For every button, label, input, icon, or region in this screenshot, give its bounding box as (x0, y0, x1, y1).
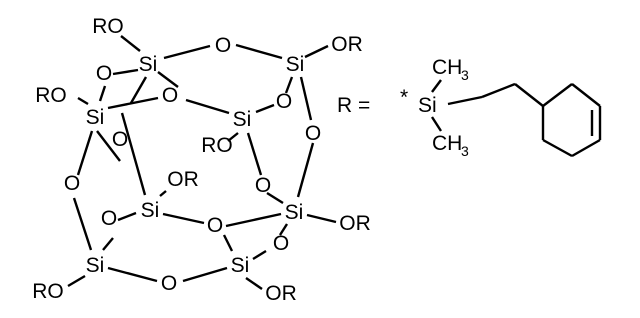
ch3-bottom-label: CH (432, 132, 462, 155)
o-bridge-top: O (215, 34, 231, 57)
ch3-bottom-subscript: 3 (461, 143, 469, 159)
r-equals-label: R = (337, 94, 370, 117)
o-bridge-left-inner: O (112, 128, 128, 151)
cage-atom-labels: Si Si Si Si Si Si Si Si O O O O O O O O … (32, 15, 371, 305)
o-bridge-left: O (64, 172, 80, 195)
o-bridge-lower-center: O (207, 214, 223, 237)
ro-substituent-center: RO (201, 134, 233, 157)
si-atom-bottom-left: Si (86, 254, 105, 277)
si-atom-bottom-right: Si (231, 254, 250, 277)
methyl-group-top: CH 3 (432, 56, 469, 83)
cage-bonds (67, 35, 337, 290)
attachment-star: * (400, 86, 408, 109)
r-group-labels: R = * Si CH 3 CH 3 (337, 56, 469, 159)
si-atom-lower-center: Si (141, 199, 160, 222)
si-atom-mid-left: Si (86, 106, 105, 129)
methyl-group-bottom: CH 3 (432, 132, 469, 159)
or-substituent-top-right: OR (331, 33, 363, 56)
or-substituent-bottom-right: OR (265, 282, 297, 305)
o-bridge-lower-left: O (101, 207, 117, 230)
si-atom-top-left: Si (139, 53, 158, 76)
o-bridge-upper-right: O (276, 90, 292, 113)
or-substituent-inner: OR (167, 168, 199, 191)
o-bridge-upper-center: O (162, 84, 178, 107)
o-bridge-bottom: O (161, 272, 177, 295)
ro-substituent-top: RO (92, 15, 124, 38)
r-group-bonds (430, 79, 602, 158)
si-atom-top-right: Si (286, 53, 305, 76)
ro-substituent-left: RO (35, 84, 67, 107)
o-bridge-top-left: O (96, 62, 112, 85)
si-atom-mid-right: Si (285, 201, 304, 224)
o-bridge-lower-right: O (273, 232, 289, 255)
o-bridge-center-right: O (255, 174, 271, 197)
or-substituent-right: OR (339, 212, 371, 235)
ch3-top-subscript: 3 (461, 67, 469, 83)
ch3-top-label: CH (432, 56, 462, 79)
o-bridge-right: O (305, 122, 321, 145)
ro-substituent-bottom-left: RO (32, 280, 64, 303)
si-atom-center: Si (233, 108, 252, 131)
si-atom-r-group: Si (418, 94, 437, 117)
